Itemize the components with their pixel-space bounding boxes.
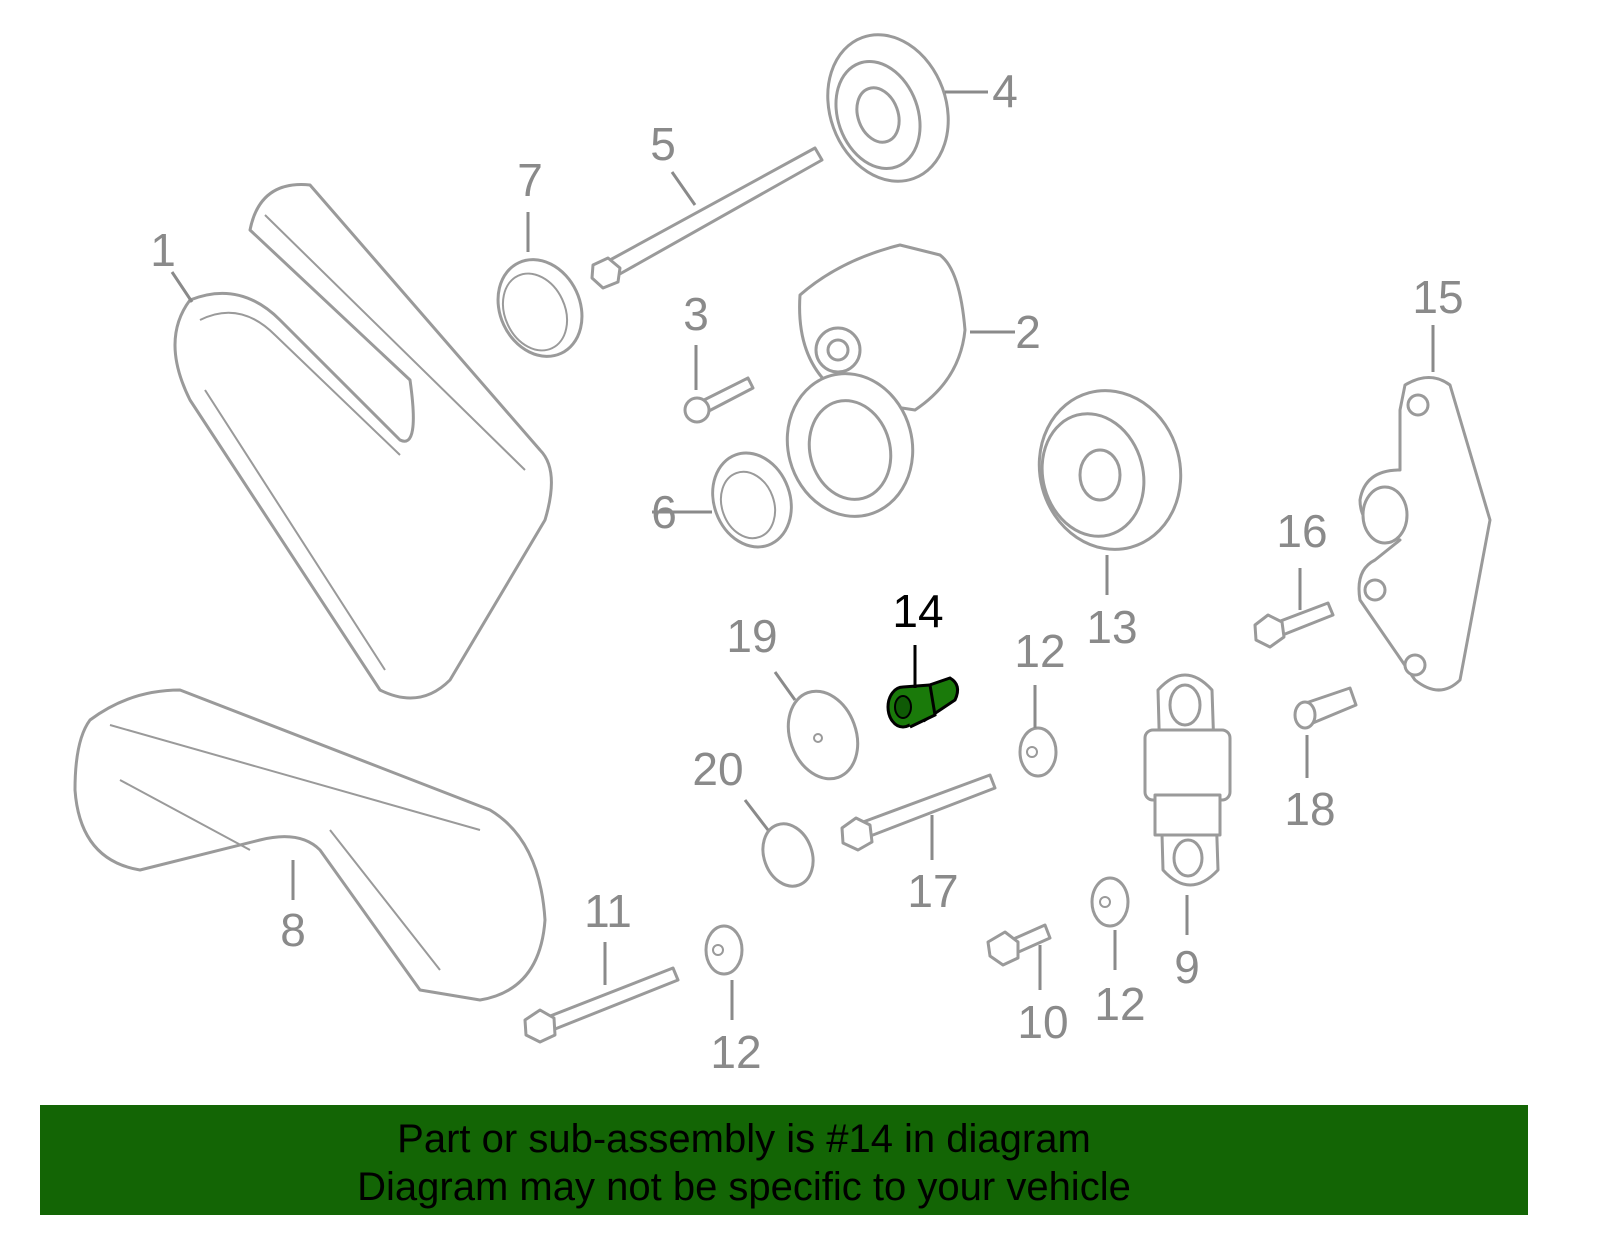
part-3-bolt[interactable] xyxy=(683,376,755,424)
label-2: 2 xyxy=(1015,306,1041,358)
part-14-bolt-highlighted[interactable] xyxy=(886,676,960,729)
info-banner: Part or sub-assembly is #14 in diagram D… xyxy=(40,1105,1528,1215)
banner-line-1: Part or sub-assembly is #14 in diagram xyxy=(397,1117,1091,1161)
label-18: 18 xyxy=(1284,783,1335,835)
banner-line-2: Diagram may not be specific to your vehi… xyxy=(357,1165,1131,1209)
part-12-washer[interactable] xyxy=(1018,726,1058,778)
part-12-washer[interactable] xyxy=(704,924,744,976)
label-20: 20 xyxy=(692,743,743,795)
part-20-spacer[interactable] xyxy=(755,817,822,894)
part-16-bolt[interactable] xyxy=(1253,601,1335,649)
label-17: 17 xyxy=(907,865,958,917)
part-1-belt[interactable] xyxy=(173,183,553,700)
callout-labels: 1 2 3 4 5 6 7 8 9 10 11 12 12 12 13 14 1… xyxy=(150,65,1463,1078)
label-3: 3 xyxy=(683,288,709,340)
part-9-damper[interactable] xyxy=(1143,673,1232,887)
label-6: 6 xyxy=(651,486,677,538)
part-2-tensioner[interactable] xyxy=(771,243,967,531)
part-4-pulley[interactable] xyxy=(808,18,968,199)
part-10-bolt[interactable] xyxy=(986,923,1052,967)
label-19: 19 xyxy=(726,610,777,662)
label-13: 13 xyxy=(1086,601,1137,653)
label-11: 11 xyxy=(584,885,632,937)
callout-arrows xyxy=(170,90,1435,1020)
part-13-idler-pulley[interactable] xyxy=(1022,375,1199,566)
part-8-belt[interactable] xyxy=(73,688,547,1002)
label-5: 5 xyxy=(650,118,676,170)
part-15-bracket[interactable] xyxy=(1357,376,1492,692)
label-12: 12 xyxy=(1014,625,1065,677)
label-12: 12 xyxy=(1094,978,1145,1030)
part-6-cap[interactable] xyxy=(700,442,804,558)
label-7: 7 xyxy=(517,154,543,206)
label-9: 9 xyxy=(1174,941,1200,993)
part-18-sleeve[interactable] xyxy=(1293,686,1358,730)
label-1: 1 xyxy=(150,224,176,276)
label-16: 16 xyxy=(1276,505,1327,557)
label-8: 8 xyxy=(280,904,306,956)
label-10: 10 xyxy=(1017,996,1068,1048)
label-12: 12 xyxy=(710,1026,761,1078)
part-11-bolt[interactable] xyxy=(523,966,680,1044)
part-7-cap[interactable] xyxy=(483,246,598,370)
label-14-selected: 14 xyxy=(892,585,943,637)
part-19-disc[interactable] xyxy=(777,681,870,788)
part-17-bolt[interactable] xyxy=(840,773,997,852)
part-12-washer[interactable] xyxy=(1090,876,1130,928)
label-4: 4 xyxy=(992,65,1018,117)
label-15: 15 xyxy=(1412,271,1463,323)
part-5-bolt[interactable] xyxy=(590,146,824,290)
